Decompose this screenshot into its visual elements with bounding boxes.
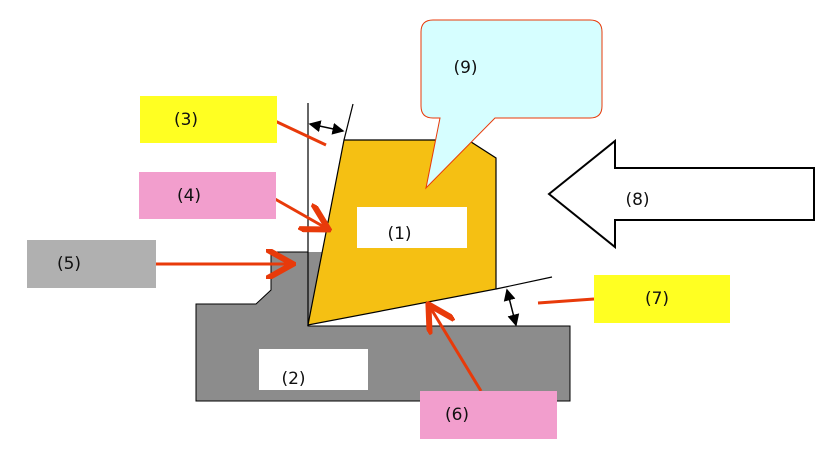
label-4: (4) bbox=[139, 172, 276, 219]
label-2-workpiece: (2) bbox=[259, 349, 368, 390]
leader-6 bbox=[430, 307, 483, 392]
callout-bubble bbox=[420, 19, 603, 190]
label-8: (8) bbox=[625, 190, 650, 210]
label-5: (5) bbox=[27, 240, 156, 288]
clearance-angle-arrow bbox=[503, 288, 520, 327]
clearance-extension bbox=[495, 276, 553, 290]
leader-7 bbox=[537, 297, 595, 305]
label-9: (9) bbox=[453, 58, 478, 78]
label-3: (3) bbox=[140, 96, 277, 143]
label-1-tool: (1) bbox=[357, 207, 467, 248]
rake-angle-arrow bbox=[308, 120, 345, 135]
rake-face-extension bbox=[343, 103, 354, 141]
label-7: (7) bbox=[594, 275, 730, 323]
label-6: (6) bbox=[420, 391, 557, 439]
leader-3 bbox=[274, 119, 327, 147]
leader-4 bbox=[274, 197, 326, 228]
feed-direction-arrow bbox=[547, 138, 815, 250]
